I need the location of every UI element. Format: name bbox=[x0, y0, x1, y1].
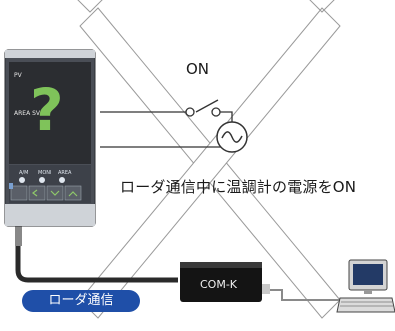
switch-contact-left bbox=[185, 107, 195, 117]
switch-contact-right bbox=[211, 107, 221, 117]
pv-label: PV bbox=[14, 72, 22, 79]
loader-cable bbox=[15, 226, 178, 283]
converter-label: COM-K bbox=[200, 278, 238, 291]
key-label-area: AREA bbox=[58, 170, 72, 176]
ac-power-source-icon bbox=[216, 121, 248, 153]
usb-cable bbox=[264, 289, 346, 301]
computer-icon bbox=[336, 259, 395, 313]
cross-bar-up bbox=[79, 7, 341, 319]
key-label-am: A/M bbox=[19, 170, 29, 176]
area-sv-label: AREA SV bbox=[14, 110, 40, 117]
warning-text: ローダ通信中に温調計の電源をON bbox=[120, 178, 357, 196]
temperature-controller bbox=[4, 49, 96, 227]
display-question-mark: ? bbox=[30, 76, 64, 144]
prohibited-cross bbox=[79, 7, 341, 319]
switch-icon bbox=[195, 99, 219, 113]
cable-plug bbox=[15, 226, 22, 246]
loader-communication-badge: ローダ通信 bbox=[22, 290, 140, 312]
key-label-moni: MONI bbox=[38, 170, 52, 176]
switch-on-label: ON bbox=[186, 60, 210, 78]
com-k-converter bbox=[180, 262, 270, 302]
wire-right-top bbox=[218, 111, 233, 122]
